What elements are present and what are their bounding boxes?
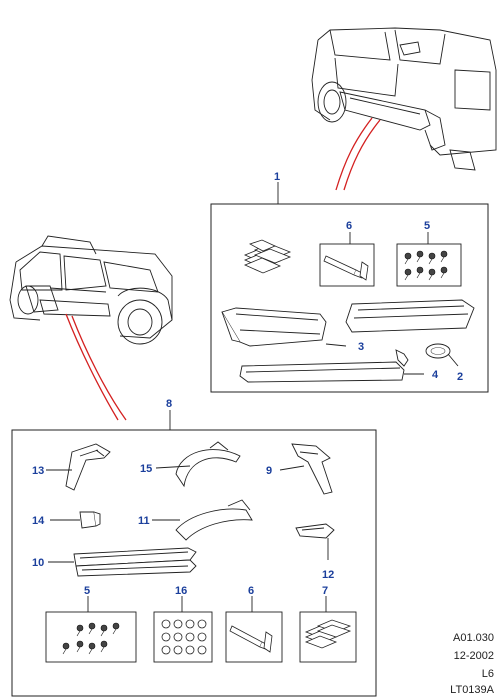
touch-up-pen-frame-top bbox=[319, 243, 375, 287]
part-16-callout: 16 bbox=[175, 585, 187, 597]
sill-strip-part bbox=[239, 349, 409, 383]
clips-16-frame bbox=[153, 611, 213, 663]
fixing-pack-icon bbox=[243, 239, 292, 274]
touch-up-pen-icon bbox=[229, 625, 273, 653]
reference-illustration-id: LT0139A bbox=[450, 684, 494, 696]
part-10-callout: 10 bbox=[32, 557, 44, 569]
part-3-callout: 3 bbox=[358, 341, 364, 353]
leader-front-vehicle bbox=[65, 313, 127, 421]
part-6-callout-top: 6 bbox=[346, 220, 352, 232]
part-12-callout: 12 bbox=[322, 569, 334, 581]
clips-frame-bottom bbox=[45, 611, 137, 663]
reference-model: L6 bbox=[481, 668, 494, 680]
kit-8-frame bbox=[11, 429, 377, 697]
clip-icon bbox=[62, 622, 120, 655]
badge-part bbox=[425, 343, 451, 359]
fixing-pack-frame bbox=[299, 611, 357, 663]
part-11-callout: 11 bbox=[138, 515, 150, 527]
part-15-callout: 15 bbox=[140, 463, 152, 475]
fixing-pack-icon bbox=[304, 619, 352, 649]
reference-code: A01.030 bbox=[453, 632, 494, 644]
touch-up-pen-frame-bottom bbox=[225, 611, 283, 663]
vehicle-front-illustration bbox=[9, 235, 173, 345]
part-5-callout-bottom: 5 bbox=[84, 585, 90, 597]
leader-top-vehicle bbox=[335, 117, 381, 191]
clips-frame-top bbox=[396, 243, 462, 287]
clip-block-14-part bbox=[79, 511, 101, 529]
part-7-callout: 7 bbox=[322, 585, 328, 597]
arch-extension-9-part bbox=[291, 443, 333, 495]
reference-date: 12-2002 bbox=[453, 650, 494, 662]
arch-moulding-11-part bbox=[175, 499, 253, 541]
kit-1-frame bbox=[210, 203, 489, 393]
part-9-callout: 9 bbox=[266, 465, 272, 477]
kit-1-callout: 1 bbox=[274, 171, 280, 183]
wheel-arch-15-part bbox=[175, 441, 241, 488]
kit-8-callout: 8 bbox=[166, 398, 172, 410]
bracket-12-part bbox=[295, 523, 335, 539]
clip-icon bbox=[404, 250, 448, 281]
arch-extension-13-part bbox=[65, 443, 111, 491]
side-moulding-part bbox=[345, 299, 475, 333]
vehicle-rear-illustration bbox=[311, 27, 497, 171]
grommet-icon bbox=[161, 619, 207, 655]
part-4-callout: 4 bbox=[432, 369, 439, 381]
part-2-callout: 2 bbox=[457, 371, 463, 383]
door-moulding-part bbox=[221, 307, 327, 347]
part-6-callout-bottom: 6 bbox=[248, 585, 254, 597]
part-5-callout-top: 5 bbox=[424, 220, 430, 232]
part-14-callout: 14 bbox=[32, 515, 45, 527]
sill-finisher-10-part bbox=[73, 547, 197, 577]
touch-up-pen-icon bbox=[323, 255, 369, 281]
part-13-callout: 13 bbox=[32, 465, 44, 477]
